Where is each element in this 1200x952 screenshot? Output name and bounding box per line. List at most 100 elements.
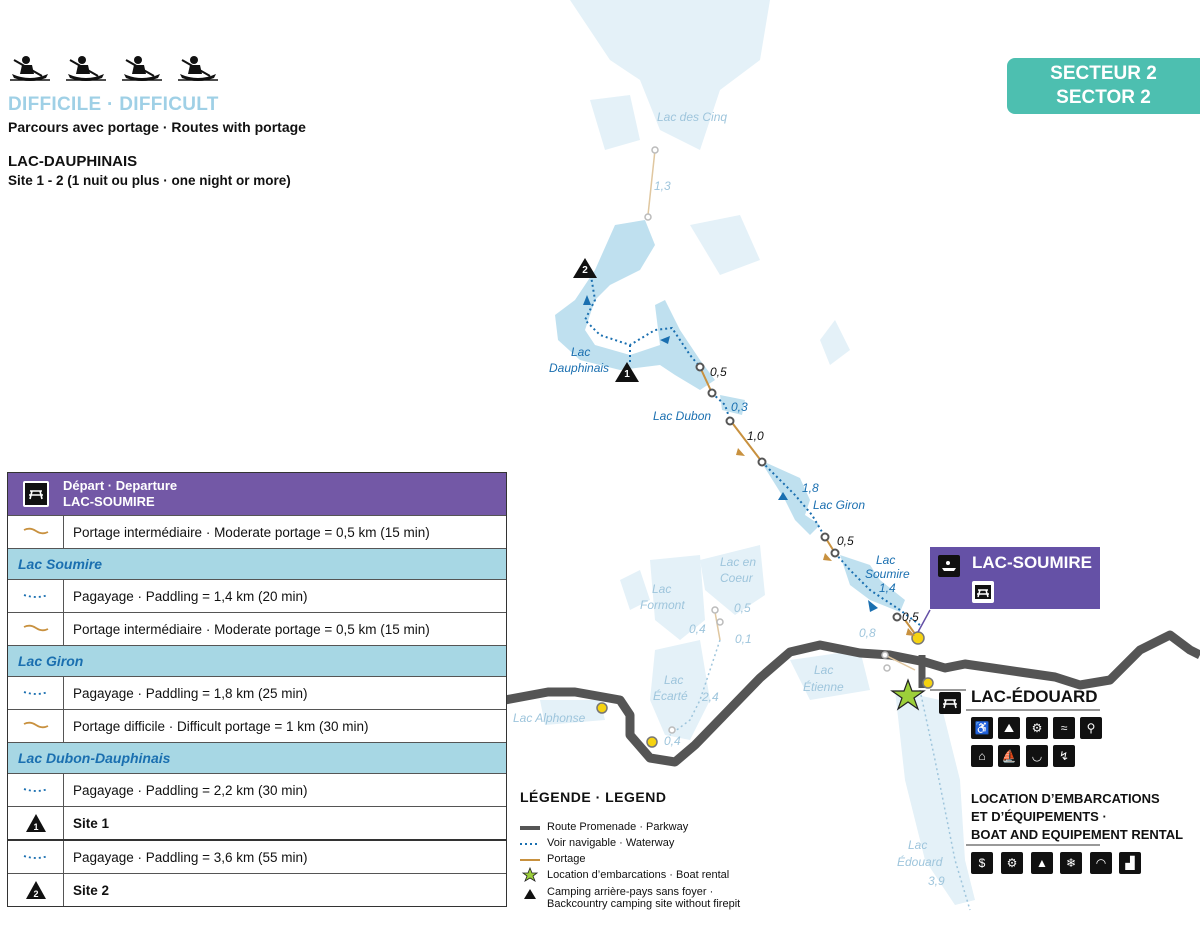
site-text: Site 1 [73, 815, 110, 831]
departure-header: Départ · Departure LAC-SOUMIRE [8, 473, 506, 515]
paddle-text: Pagayage · Paddling = 3,6 km (55 min) [73, 849, 308, 865]
boat-launch-icon: ⛵ [998, 745, 1020, 767]
distance-label: 0,1 [735, 632, 752, 646]
portage-row: Portage intermédiaire · Moderate portage… [8, 515, 506, 548]
waterway-route [583, 269, 921, 626]
legend-boat-rental: Location d’embarcations · Boat rental [547, 869, 730, 881]
label-lac-soumire-2: Soumire [865, 567, 910, 581]
kayak-icon [66, 56, 106, 81]
portage-row: Portage intermédiaire · Moderate portage… [8, 612, 506, 645]
rental-fee-icon: $ [971, 852, 993, 874]
legend-camping-2: Backcountry camping site without firepit [547, 898, 741, 910]
paddle-row: Pagayage · Paddling = 1,4 km (20 min) [8, 579, 506, 612]
kayak-icon [10, 56, 50, 81]
label-lac-etienne-1: Lac [814, 663, 834, 677]
site-1-number: 1 [624, 369, 630, 380]
sector-line-fr: SECTEUR 2 [1050, 63, 1157, 84]
portage-icon [23, 624, 48, 632]
distance-label: 0,5 [837, 534, 854, 548]
portage-text: Portage intermédiaire · Moderate portage… [73, 621, 430, 637]
legend-portage: Portage [547, 853, 586, 865]
distance-label: 1,0 [747, 429, 764, 443]
campsite-1-marker [615, 362, 639, 382]
distance-label: 0,5 [710, 365, 727, 379]
wifi-icon: ◠ [1090, 852, 1112, 874]
itinerary-table: Départ · Departure LAC-SOUMIRE Portage i… [7, 472, 507, 840]
label-lac-dubon: Lac Dubon [653, 409, 712, 423]
waterway-icon [23, 594, 48, 598]
paddle-text: Pagayage · Paddling = 1,4 km (20 min) [73, 588, 308, 604]
boat-launch-icon [938, 555, 960, 577]
lake-section-header: Lac Soumire [8, 548, 506, 579]
toilet-icon: ▟ [1119, 852, 1141, 874]
campsite-icon: 2 [25, 881, 46, 899]
direction-arrows [583, 295, 878, 612]
site-row: 2 Site 2 [8, 873, 506, 906]
label-lac-ecarte-1: Lac [664, 673, 684, 687]
restroom-icon: ⚲ [1080, 717, 1102, 739]
equipment-rental: LOCATION D’EMBARCATIONS ET D’ÉQUIPEMENTS… [971, 790, 1183, 844]
distance-label: 0,8 [859, 626, 876, 640]
departure-place: LAC-SOUMIRE [63, 494, 155, 509]
canoe-icon: ◡ [1026, 745, 1048, 767]
portage-text: Portage intermédiaire · Moderate portage… [73, 524, 430, 540]
label-lac-ecarte-2: Écarté [653, 689, 688, 703]
background-lakes [540, 0, 975, 905]
rental-line-2: ET D’ÉQUIPEMENTS · [971, 809, 1107, 824]
label-lac-dauphinais-1: Lac [571, 345, 591, 359]
distance-label: 0,3 [731, 400, 748, 414]
label-lac-en-coeur-2: Coeur [720, 571, 753, 585]
label-lac-etienne-2: Étienne [803, 680, 844, 694]
lake-section-header: Lac Dubon-Dauphinais [8, 742, 506, 773]
label-lac-edouard-1: Lac [908, 838, 928, 852]
label-lac-en-coeur-1: Lac en [720, 555, 757, 569]
paddle-row: Pagayage · Paddling = 1,8 km (25 min) [8, 676, 506, 709]
route-site: Site 1 - 2 (1 nuit ou plus · one night o… [8, 173, 291, 188]
distance-label: 1,3 [654, 179, 671, 193]
kayak-icon [122, 56, 162, 81]
label-lac-formont-1: Lac [652, 582, 672, 596]
label-lac-formont-2: Formont [640, 598, 685, 612]
picnic-table-icon [939, 692, 961, 714]
distance-label: 1,8 [802, 481, 819, 495]
label-lac-giron: Lac Giron [813, 498, 866, 512]
departure-label: Départ · Departure [63, 478, 178, 493]
portage-icon [23, 721, 48, 729]
boat-rental-star [890, 678, 926, 711]
legend-symbols [520, 826, 540, 899]
paddle-row: Pagayage · Paddling = 2,2 km (30 min) [8, 773, 506, 806]
kayak-icon [178, 56, 218, 81]
portage-icon [23, 527, 48, 535]
label-lac-alphonse: Lac Alphonse [513, 711, 586, 725]
distance-label: 0,5 [902, 610, 919, 624]
lake-section-header: Lac Giron [8, 645, 506, 676]
campsite-icon: 1 [25, 814, 46, 832]
kayak-difficulty-icons [8, 52, 220, 84]
label-lac-soumire-1: Lac [876, 553, 896, 567]
site-row: 1 Site 1 [8, 806, 506, 839]
rental-line-1: LOCATION D’EMBARCATIONS [971, 791, 1160, 806]
portage-row: Portage difficile · Difficult portage = … [8, 709, 506, 742]
legend-parkway: Route Promenade · Parkway [547, 821, 689, 833]
distance-label: 0,4 [689, 622, 706, 636]
portage-nodes [695, 362, 902, 622]
winter-icon: ❄ [1060, 852, 1082, 874]
distance-label: 0,5 [734, 601, 751, 615]
route-name: LAC-DAUPHINAIS [8, 153, 138, 170]
legend-title: LÉGENDE · LEGEND [520, 789, 667, 805]
secondary-portages [647, 149, 916, 671]
picnic-table-icon [22, 481, 49, 507]
hiking-icon: ⛰ [998, 717, 1020, 739]
legend-waterway: Voir navigable · Waterway [547, 837, 675, 849]
itinerary-table-2: Pagayage · Paddling = 3,6 km (55 min) 2 Si… [7, 840, 507, 907]
wheelchair-icon: ♿ [971, 717, 993, 739]
distance-label: 3,9 [928, 874, 945, 888]
parkway-road [504, 630, 1200, 767]
portage-text: Portage difficile · Difficult portage = … [73, 718, 369, 734]
site-text: Site 2 [73, 882, 110, 898]
label-lac-des-cinq: Lac des Cinq [657, 110, 728, 124]
bike-rental-icon: ⚙ [1001, 852, 1023, 874]
picnic-icon [972, 581, 994, 603]
rental-line-3: BOAT AND EQUIPEMENT RENTAL [971, 827, 1184, 842]
